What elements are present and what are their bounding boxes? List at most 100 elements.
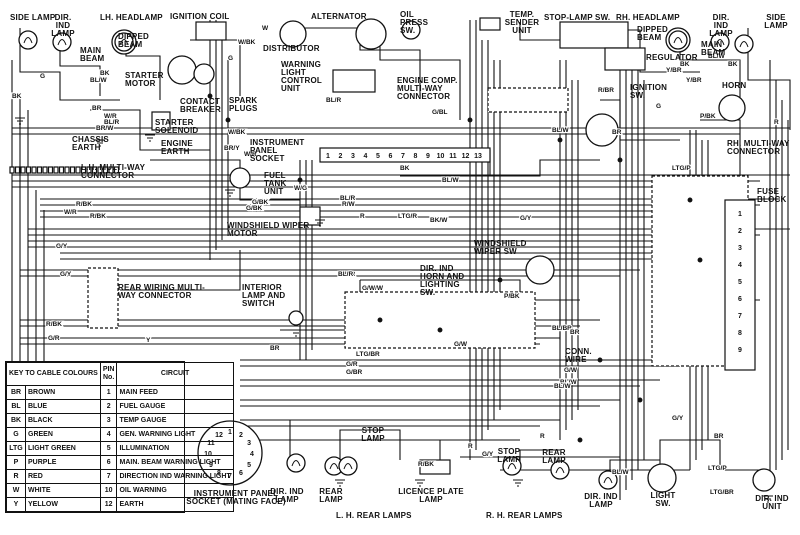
earth-icon [513,479,523,487]
panel-pin-number: 1 [326,153,330,160]
label-stop-lamp-right: STOP LAMP [497,447,521,464]
terminal-dot [577,437,583,443]
wire-colour-code: BL/W [552,127,569,134]
key-pin-number: 12 [99,497,118,512]
fuse-pin-number: 8 [738,330,742,337]
wire-colour-code: G/Y [60,271,72,278]
stop-lamp-switch [559,21,629,49]
lh-multiway-pin [14,166,21,174]
wire-colour-code: R/W [342,201,356,208]
wire-colour-code: BK [12,93,22,100]
label-wiper-motor: WINDSHIELD WIPER MOTOR [227,221,310,238]
label-dir-ind-lamp-left: DIR. IND LAMP [51,13,75,38]
earth-icon [335,479,345,487]
wire-colour-code: W [262,25,269,32]
key-colour-code: P [6,455,26,470]
label-regulator: REGULATOR [646,53,698,62]
label-engine-comp-connector: ENGINE COMP. MULTI-WAY CONNECTOR [397,76,458,101]
key-colour-name: YELLOW [25,497,101,512]
wire-colour-code: W/R [64,209,77,216]
wire-colour-code: G/W [362,285,376,292]
wire-colour-code: BL/R [326,97,341,104]
wire-colour-code: LTG/R [398,213,417,220]
fuse-pin-number: 7 [738,313,742,320]
wire [339,429,401,470]
label-starter-solenoid: STARTER SOLENOID [155,118,199,135]
key-pin-number: 3 [99,413,118,428]
earth-icon [145,134,155,142]
wire-colour-code: W/G [294,185,307,192]
lh-multiway-pin [113,166,120,174]
wire-colour-code: G [656,103,661,110]
wire-colour-code: G/W [454,341,468,348]
fuel-tank-unit [229,167,251,189]
wire-colour-code: BR [92,105,102,112]
wire-colour-code: W/R [104,113,117,120]
terminal-dot [377,317,383,323]
wire-colour-code: G/Y [482,451,494,458]
terminal-dot [597,357,603,363]
wire [19,28,120,101]
label-rear-wiring-connector: REAR WIRING MULTI-WAY CONNECTOR [118,283,205,300]
wire-colour-code: G/BK [246,205,263,212]
wire-colour-code: BR [612,129,622,136]
key-colour-name: BLUE [25,399,101,414]
stop-lamp-right-filament [507,463,517,470]
label-warning-light-control: WARNING LIGHT CONTROL UNIT [281,60,322,93]
label-dir-horn-sw: DIR. IND HORN AND LIGHTING SW. [420,264,465,297]
stop-lamp-right [502,456,522,476]
rear-lamp-left-filament [329,463,339,470]
dir-ind-lamp-right-filament [715,39,725,46]
engine-comp-connector [487,87,569,113]
dir-ind-lamp-rear-right [598,470,618,490]
wire-colour-code: P/BK [700,113,716,120]
wire-colour-code: W/BK [238,39,256,46]
wire-colour-code: BK [100,70,110,77]
wire [439,439,500,460]
fuse-pin-number: 1 [738,211,742,218]
earth-icon [291,329,301,337]
label-dir-ind-unit: DIR. IND UNIT [755,494,789,511]
key-pin-number: 6 [99,455,118,470]
fuse-pin-number: 2 [738,228,742,235]
terminal-dot [637,397,643,403]
label-alternator: ALTERNATOR [311,12,367,21]
starter-solenoid [151,111,171,131]
socket-pin-number: 5 [247,462,251,469]
wire-colour-code: BL/BR [552,325,572,332]
key-colour-code: Y [6,497,26,512]
lh-multiway-pin [69,166,76,174]
wire [519,22,560,41]
instrument-panel-socket [319,147,491,163]
label-engine-earth: ENGINE EARTH [161,139,193,156]
wire-colour-code: BL/W [442,177,459,184]
wire-colour-code: G/Y [672,415,684,422]
key-pin-number: 5 [99,441,118,456]
dir-ind-horn-lighting-switch [344,291,536,349]
earth-icon [763,495,773,503]
socket-pin-number: 4 [250,451,254,458]
wire-colour-code: R/BK [46,321,62,328]
alternator [355,18,387,50]
wire-colour-code: G/W [370,285,384,292]
wire-colour-code: BK [400,165,410,172]
key-circuit-name: EARTH [116,497,234,512]
wire-colour-code: R [360,213,365,220]
wire [90,109,210,151]
label-rear-lamp-left: REAR LAMP [319,487,343,504]
light-switch [647,463,677,493]
wire-colour-code: G/R [48,335,60,342]
panel-pin-number: 4 [364,153,368,160]
terminal-dot [617,157,623,163]
wire-colour-code: R/BR [598,87,614,94]
key-colour-name: BLACK [25,413,101,428]
label-starter-motor: STARTER MOTOR [125,71,164,88]
key-colour-code: BR [6,385,26,400]
regulator [604,47,646,71]
key-colour-name: PURPLE [25,455,101,470]
wire-colour-code: BL/R [340,195,355,202]
key-colour-name: WHITE [25,483,101,498]
